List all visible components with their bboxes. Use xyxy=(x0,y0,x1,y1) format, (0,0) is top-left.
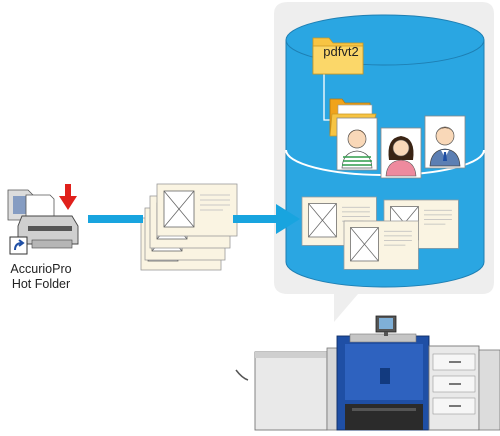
hot-folder-label-line2: Hot Folder xyxy=(11,277,71,291)
down-arrow-icon xyxy=(59,184,77,210)
document-stack xyxy=(140,183,238,271)
hot-folder-label-line1: AccurioPro xyxy=(10,262,72,276)
flow-arrow-right xyxy=(233,204,300,234)
hot-folder-icon xyxy=(7,189,79,249)
folder-label: pdfvt2 xyxy=(323,44,359,59)
person-icon xyxy=(380,127,422,179)
printer-icon xyxy=(235,315,500,431)
person-icon xyxy=(424,115,466,169)
document-icon xyxy=(343,220,419,270)
folder-icon xyxy=(312,37,364,75)
person-icon xyxy=(336,117,378,171)
shortcut-icon xyxy=(9,236,28,255)
hot-folder-label: AccurioPro Hot Folder xyxy=(4,262,78,292)
folder-tree-line xyxy=(323,70,332,121)
flow-arrow-left xyxy=(88,215,143,223)
